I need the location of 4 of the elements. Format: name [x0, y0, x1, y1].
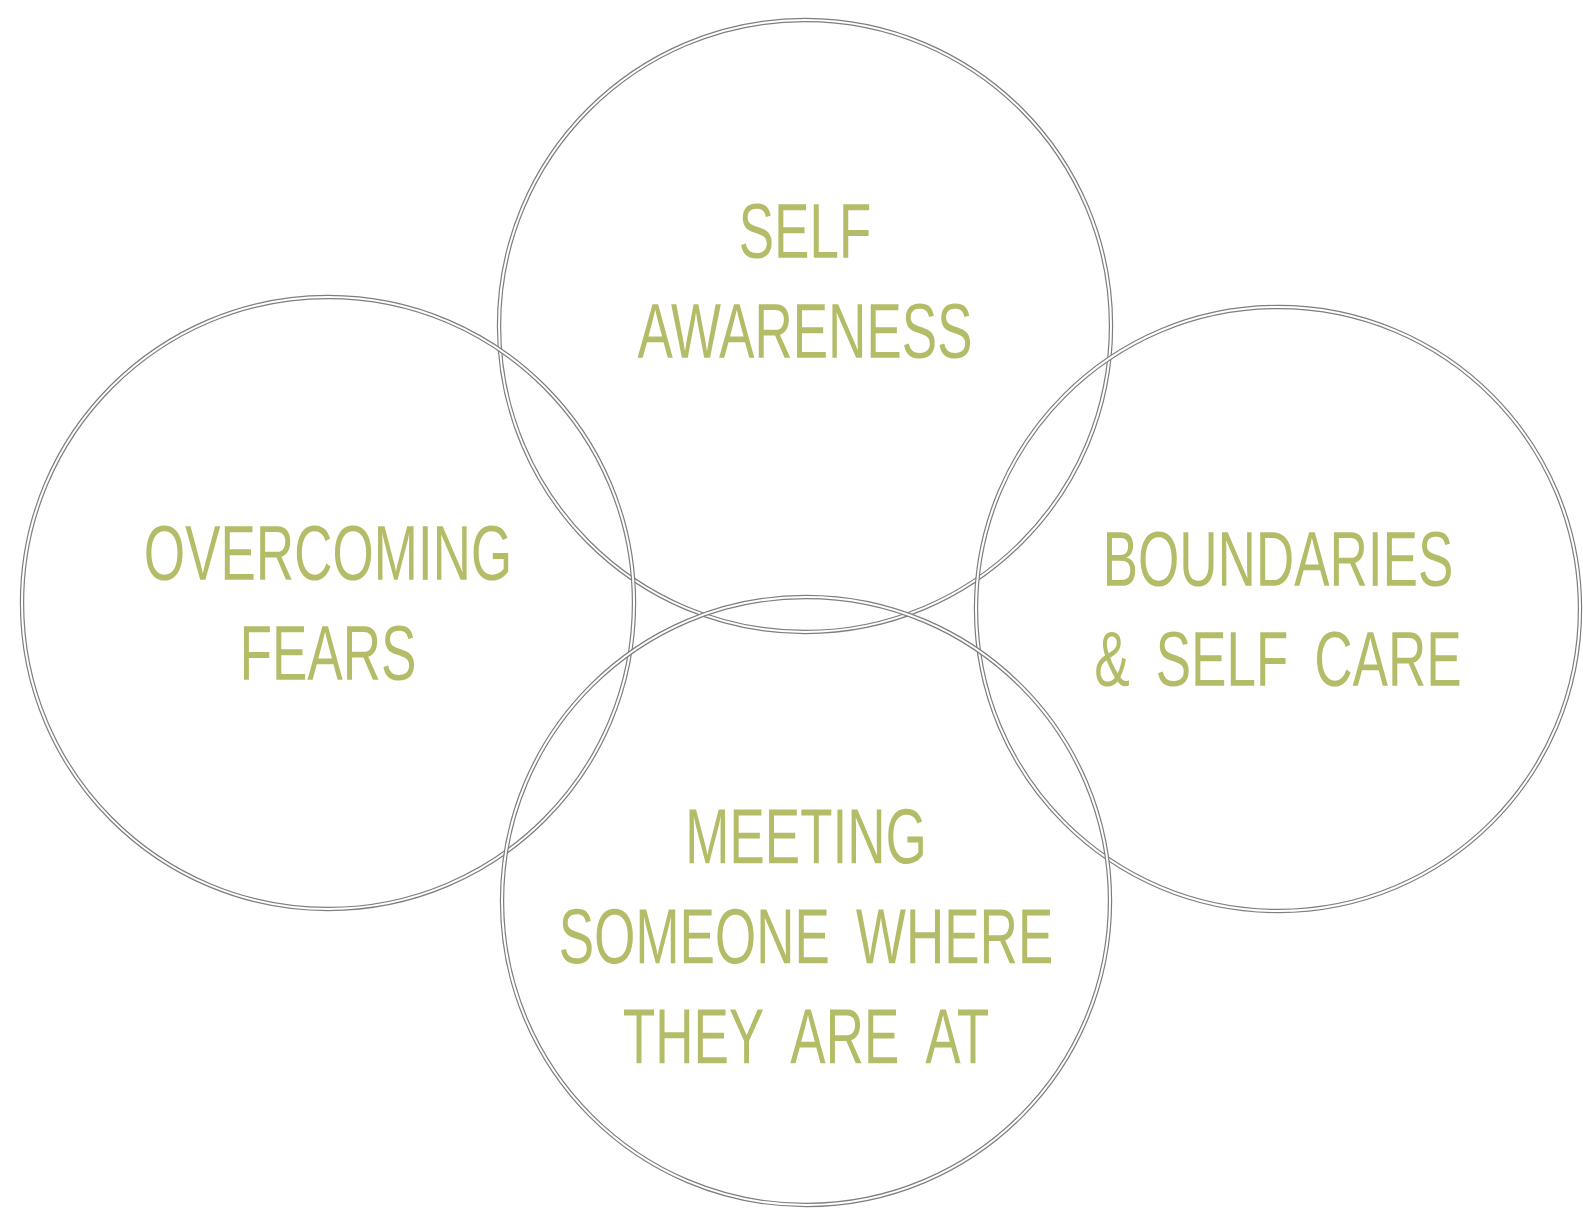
circle-label: MEETING SOMEONE WHERE THEY ARE AT [561, 808, 1051, 1064]
circle-label: BOUNDARIES & SELF CARE [1096, 531, 1460, 687]
circle-label: OVERCOMING FEARS [146, 525, 509, 681]
circle-label: SELF AWARENESS [637, 203, 971, 359]
